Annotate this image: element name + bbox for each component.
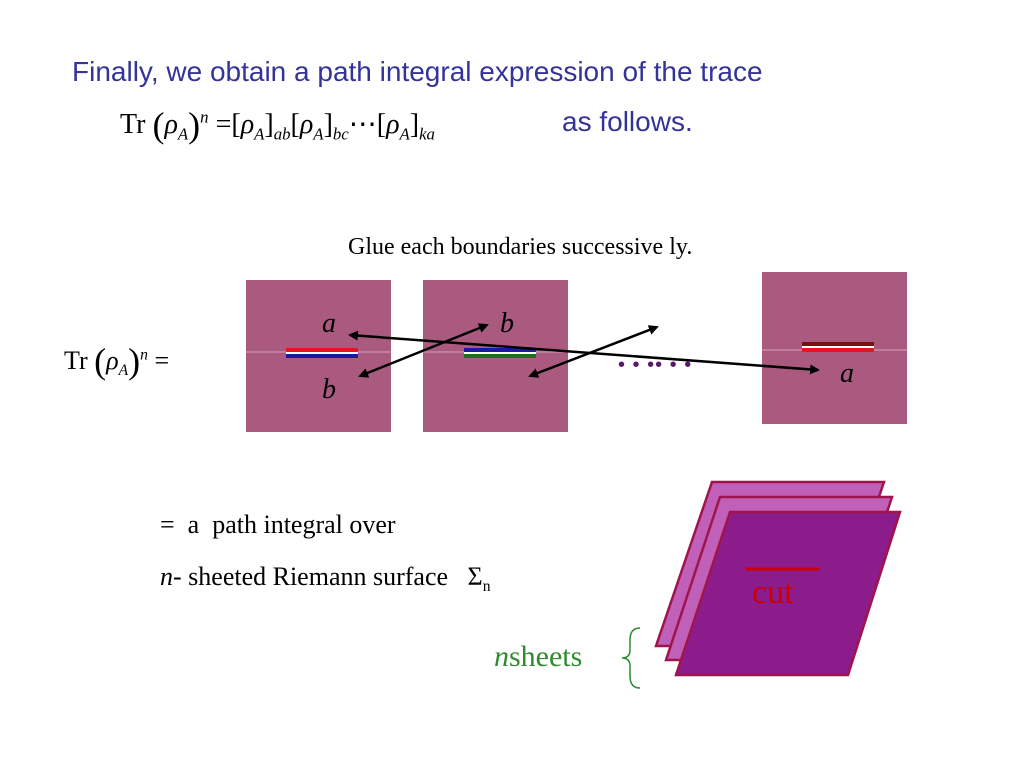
path-integral-text: path integral over [212, 510, 396, 539]
ellipsis-dots: • • •• • • [618, 354, 693, 376]
sheets-word: sheets [509, 640, 583, 673]
bracket-close: ] [409, 109, 420, 140]
equals-sign: = [215, 109, 232, 140]
rho-symbol: ρ [106, 346, 119, 375]
rho-symbol: ρ [299, 109, 314, 140]
bracket-close: ] [264, 109, 274, 140]
label-b-panel2: b [500, 308, 514, 339]
rho-symbol: ρ [386, 109, 400, 140]
cutk-upper-edge [802, 342, 874, 346]
glue-arrow-b [358, 323, 489, 378]
rho-subscript: A [313, 124, 324, 144]
cutk-lower-edge [802, 348, 874, 352]
label-b-panel1: b [322, 374, 336, 405]
sigma-symbol: Σ [467, 562, 483, 591]
n-symbol: n [160, 562, 173, 591]
paren-open: ( [94, 341, 107, 381]
riemann-line2: n- sheeted Riemann surface Σn [160, 562, 490, 596]
heading-line2-suffix: as follows. [562, 106, 693, 137]
rho-subscript: A [118, 362, 129, 380]
label-a-panel1: a [322, 308, 336, 339]
cut1-lower-edge [286, 354, 358, 358]
center-dots: ⋯ [348, 109, 377, 140]
sigma-subscript: n [482, 578, 491, 596]
tr-symbol: Tr [120, 109, 146, 140]
index-ka: ka [419, 124, 435, 144]
curly-brace-icon [621, 627, 641, 689]
cut1-gap [286, 352, 358, 354]
index-ab: ab [273, 124, 291, 144]
rho-subscript: A [399, 124, 410, 144]
diagram-caption: Glue each boundaries successive ly. [348, 234, 693, 260]
sheets-label: nsheets [494, 640, 582, 674]
bracket-open: [ [231, 109, 241, 140]
rho-subscript: A [254, 124, 265, 144]
glue-arrow-c [528, 325, 659, 378]
trace-formula: Tr (ρA)n =[ρA]ab[ρA]bc⋯[ρA]ka [120, 104, 435, 146]
power-n: n [200, 107, 209, 127]
rho-symbol: ρ [240, 109, 255, 140]
paren-close: ) [128, 341, 141, 381]
equals-sign: = [160, 510, 175, 539]
label-a-panelk: a [840, 358, 854, 389]
cut1-upper-edge [286, 348, 358, 352]
bracket-close: ] [323, 109, 333, 140]
heading-line1: Finally, we obtain a path integral expre… [72, 56, 763, 87]
cut-label: cut [752, 574, 794, 611]
n-symbol: n [494, 640, 509, 673]
paren-close: ) [188, 105, 201, 145]
riemann-line1: = a path integral over [160, 510, 396, 540]
rho-symbol: ρ [164, 109, 178, 140]
rho-subscript: A [177, 124, 189, 144]
lhs-formula: Tr (ρA)n = [64, 340, 169, 382]
tr-symbol: Tr [64, 346, 88, 375]
article-a: a [187, 510, 200, 539]
bracket-open: [ [376, 109, 387, 140]
paren-open: ( [152, 105, 165, 145]
equals-sign: = [154, 346, 170, 375]
bracket-open: [ [290, 109, 300, 140]
cutk-gap [802, 346, 874, 348]
power-n: n [140, 346, 148, 364]
sheet-front [674, 510, 902, 677]
index-bc: bc [332, 124, 349, 144]
riemann-surface-text: - sheeted Riemann surface [173, 562, 449, 591]
